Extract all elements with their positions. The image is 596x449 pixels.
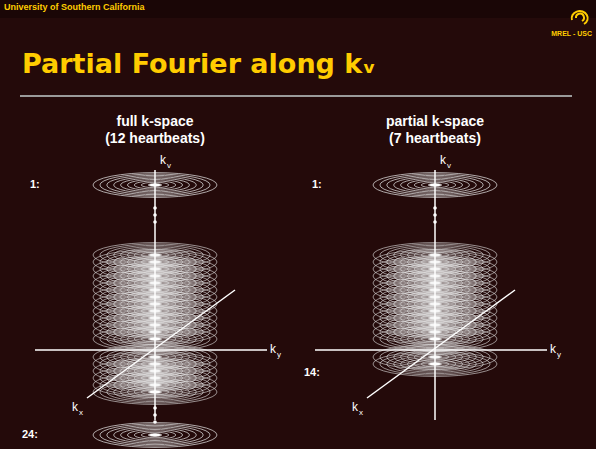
axis-label: k [270, 343, 276, 356]
axis-line [367, 290, 515, 398]
index-label: 24: [22, 428, 38, 440]
institution-name: University of Southern California [4, 3, 145, 13]
spiral-ring [127, 429, 182, 440]
ellipsis-dot [153, 213, 157, 217]
logo-swirl [576, 14, 584, 21]
slide-title: Partial Fourier along kᵥ [22, 48, 376, 79]
logo-swirl [572, 11, 588, 24]
axis-subscript: x [359, 409, 363, 418]
axis-label: k [352, 401, 358, 414]
spiral-ring [121, 428, 190, 442]
column-heading: partial k-space [386, 114, 484, 129]
spiral-ring [93, 423, 217, 448]
axis-label: k [550, 343, 556, 356]
usc-logo [572, 11, 588, 24]
column-heading: (12 heartbeats) [105, 131, 205, 146]
title-rule [20, 95, 572, 97]
ellipsis-dot [153, 220, 157, 224]
ellipsis-dot [153, 406, 157, 410]
spiral-stacks [93, 173, 497, 448]
ellipsis-dot [433, 220, 437, 224]
logo-text: MREL - USC [551, 30, 592, 38]
axis-subscript: y [277, 351, 281, 360]
ellipsis-dot [433, 206, 437, 210]
column-heading: (7 heartbeats) [389, 131, 481, 146]
center-spot [149, 434, 161, 437]
axis-label: k [160, 154, 166, 167]
index-label: 1: [312, 178, 322, 190]
spiral-ring [100, 424, 210, 446]
axis-subscript: x [79, 409, 83, 418]
column-heading: full k-space [116, 114, 193, 129]
spiral-disk [93, 423, 217, 448]
index-label: 14: [304, 366, 320, 378]
spiral-ring [134, 431, 175, 439]
header-bar [0, 0, 596, 18]
axis-subscript: v [447, 162, 451, 171]
axes [35, 170, 547, 420]
spiral-ring [114, 427, 197, 444]
spiral-ring [141, 432, 169, 438]
ellipsis-dot [153, 206, 157, 210]
ellipsis-dot [433, 213, 437, 217]
axis-subscript: v [167, 162, 171, 171]
ellipsis-dot [153, 420, 157, 424]
axis-line [87, 290, 235, 398]
index-label: 1: [30, 178, 40, 190]
axis-label: k [72, 401, 78, 414]
axis-label: k [440, 154, 446, 167]
axis-subscript: y [557, 351, 561, 360]
spiral-ring [148, 434, 162, 437]
ellipsis-dot [153, 413, 157, 417]
spiral-ring [107, 425, 203, 444]
